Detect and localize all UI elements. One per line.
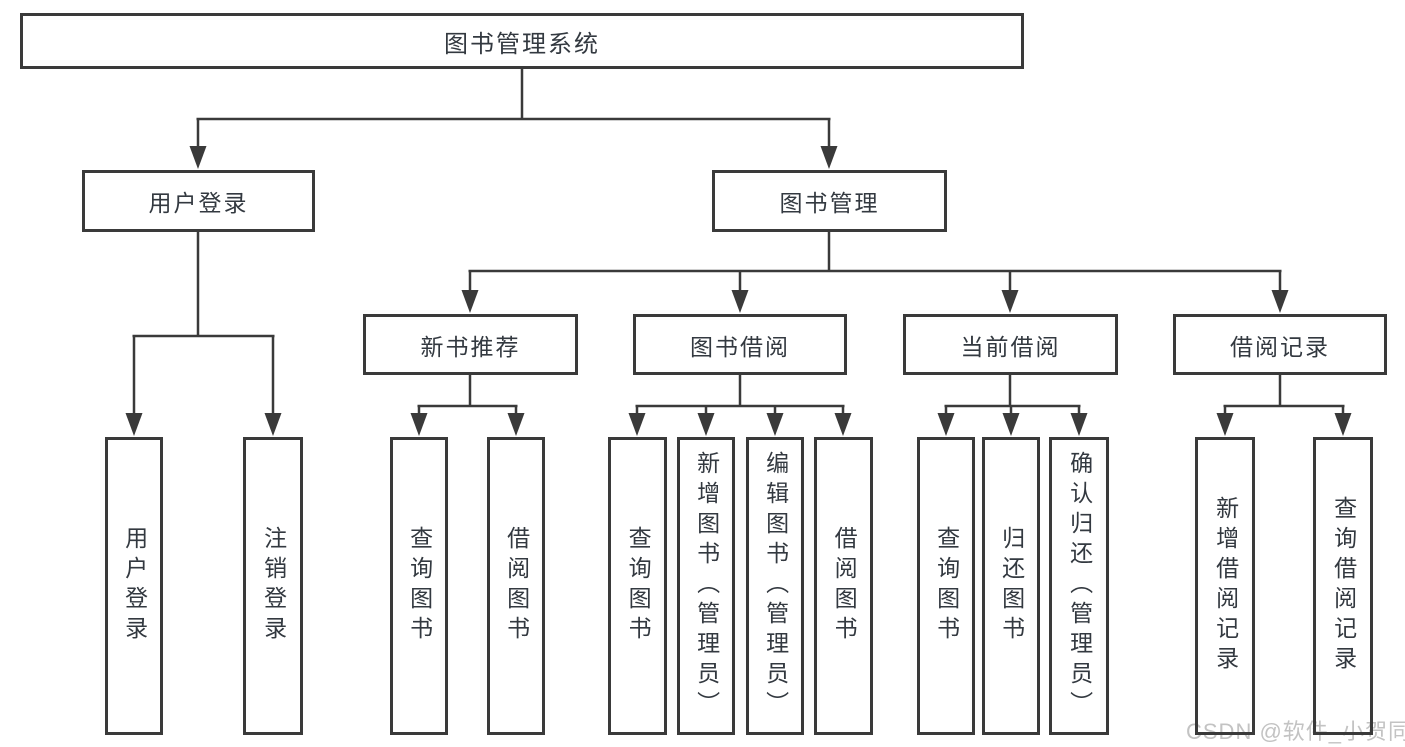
node-borrow-books-borrowing: 借阅图书 bbox=[814, 437, 873, 735]
node-label: 当前借阅 bbox=[960, 333, 1061, 360]
node-borrowing-records: 借阅记录 bbox=[1173, 314, 1387, 375]
node-label: 查询图书 bbox=[933, 526, 960, 646]
node-label: 新增借阅记录 bbox=[1212, 496, 1239, 676]
node-book-management-branch: 图书管理 bbox=[712, 170, 947, 232]
node-label: 确认归还（管理员） bbox=[1066, 451, 1093, 721]
node-user-login-leaf: 用户登录 bbox=[105, 437, 163, 735]
node-label: 图书借阅 bbox=[690, 333, 790, 360]
node-label: 借阅图书 bbox=[831, 526, 858, 646]
node-confirm-return-admin: 确认归还（管理员） bbox=[1049, 437, 1109, 735]
node-query-borrow-record: 查询借阅记录 bbox=[1313, 437, 1373, 735]
node-label: 编辑图书（管理员） bbox=[762, 451, 789, 721]
node-label: 用户登录 bbox=[121, 526, 148, 646]
node-label: 图书管理系统 bbox=[444, 30, 600, 58]
node-logout: 注销登录 bbox=[243, 437, 303, 735]
node-label: 借阅记录 bbox=[1230, 333, 1330, 360]
node-edit-books-admin: 编辑图书（管理员） bbox=[746, 437, 804, 735]
node-label: 查询借阅记录 bbox=[1330, 496, 1357, 676]
node-label: 新增图书（管理员） bbox=[693, 451, 720, 721]
node-add-books-admin: 新增图书（管理员） bbox=[677, 437, 735, 735]
node-user-login-branch: 用户登录 bbox=[82, 170, 315, 232]
node-query-books-current: 查询图书 bbox=[917, 437, 975, 735]
node-query-books-borrowing: 查询图书 bbox=[608, 437, 667, 735]
node-label: 注销登录 bbox=[260, 526, 287, 646]
node-query-books-recommend: 查询图书 bbox=[390, 437, 448, 735]
node-label: 查询图书 bbox=[406, 526, 433, 646]
node-label: 借阅图书 bbox=[503, 526, 530, 646]
node-add-borrow-record: 新增借阅记录 bbox=[1195, 437, 1255, 735]
node-borrow-books-recommend: 借阅图书 bbox=[487, 437, 545, 735]
node-new-book-recommendation: 新书推荐 bbox=[363, 314, 578, 375]
node-label: 归还图书 bbox=[998, 526, 1025, 646]
node-current-borrowing: 当前借阅 bbox=[903, 314, 1118, 375]
node-label: 查询图书 bbox=[625, 526, 652, 646]
watermark-text: CSDN @软件_小贺同学 bbox=[1186, 719, 1405, 744]
node-book-borrowing: 图书借阅 bbox=[633, 314, 847, 375]
node-return-books: 归还图书 bbox=[982, 437, 1040, 735]
node-label: 新书推荐 bbox=[420, 333, 521, 360]
node-label: 用户登录 bbox=[148, 190, 249, 216]
node-label: 图书管理 bbox=[779, 190, 880, 216]
node-library-management-system: 图书管理系统 bbox=[20, 13, 1024, 69]
